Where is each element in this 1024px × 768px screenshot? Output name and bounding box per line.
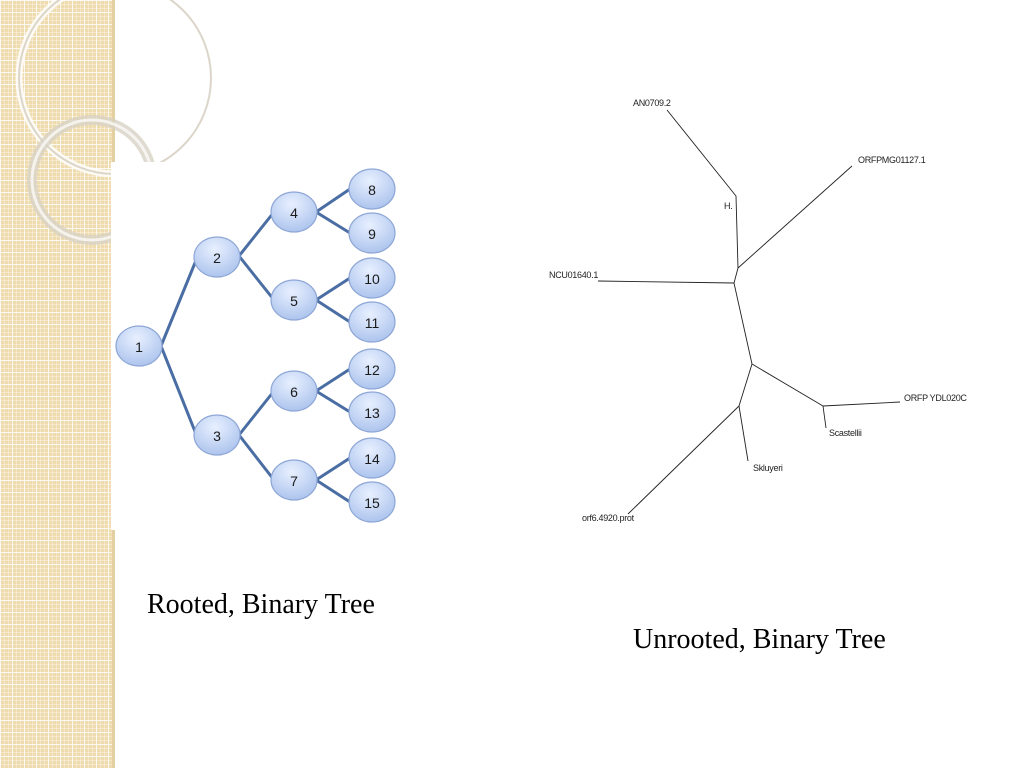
branch-orfpydl — [822, 401, 901, 407]
branch-internal-center — [733, 282, 753, 365]
edge-7-15 — [314, 478, 352, 504]
branch-internal-upper — [733, 267, 739, 284]
edge-6-13 — [314, 389, 352, 414]
edge-7-14 — [314, 456, 352, 482]
tree-node-3: 3 — [193, 414, 241, 456]
tree-node-12-label: 12 — [364, 362, 380, 378]
rooted-tree-caption: Rooted, Binary Tree — [147, 589, 375, 620]
tree-node-5: 5 — [270, 279, 318, 321]
tree-node-3-circle — [193, 414, 241, 456]
branch-ncu — [597, 280, 735, 284]
tree-node-12-circle — [348, 348, 396, 390]
rooted-tree-nodes: 1 2 3 4 5 — [115, 168, 396, 523]
tree-node-5-circle — [270, 279, 318, 321]
taxon-label-orf6: orf6.4920.prot — [582, 513, 635, 523]
tree-node-6: 6 — [270, 370, 318, 412]
tree-node-7-circle — [270, 459, 318, 501]
edge-5-11 — [314, 298, 352, 324]
tree-node-6-label: 6 — [290, 384, 298, 400]
tree-node-2-label: 2 — [213, 250, 221, 266]
tree-node-4-label: 4 — [290, 205, 298, 221]
rooted-tree-edges — [159, 187, 352, 504]
taxon-label-orfpydl: ORFP YDL020C — [904, 393, 967, 403]
edge-4-8 — [314, 187, 352, 214]
unrooted-tree-branches — [597, 109, 901, 515]
tree-node-1-circle — [115, 325, 163, 367]
branch-orfpmg — [737, 165, 853, 269]
unrooted-tree-labels: AN0709.2 H. ORFPMG01127.1 NCU01640.1 ORF… — [549, 98, 968, 523]
taxon-label-scastellii: Scastellii — [829, 428, 862, 438]
branch-an0709 — [666, 109, 739, 269]
tree-node-4-circle — [270, 191, 318, 233]
edge-2-4 — [237, 210, 276, 258]
tree-node-1: 1 — [115, 325, 163, 367]
tree-node-5-label: 5 — [290, 293, 298, 309]
taxon-label-orfpmg: ORFPMG01127.1 — [858, 155, 926, 165]
edge-3-6 — [237, 389, 276, 437]
tree-node-11-label: 11 — [365, 315, 380, 331]
tree-node-15: 15 — [348, 481, 396, 523]
tree-node-1-label: 1 — [135, 339, 143, 355]
edge-3-7 — [237, 433, 276, 482]
branch-skluyeri — [738, 405, 749, 462]
tree-node-11-circle — [348, 301, 396, 343]
tree-node-4: 4 — [270, 191, 318, 233]
tree-node-11: 11 — [348, 301, 396, 343]
tree-node-9-label: 9 — [368, 226, 376, 242]
tree-node-10: 10 — [348, 257, 396, 299]
tree-node-8: 8 — [348, 168, 396, 210]
tree-node-2-circle — [193, 236, 241, 278]
tree-node-6-circle — [270, 370, 318, 412]
rooted-tree: 1 2 3 4 5 — [115, 168, 396, 523]
branch-to-skluyeri-group — [738, 363, 753, 407]
edge-4-9 — [314, 210, 352, 235]
edge-5-10 — [314, 276, 352, 302]
taxon-label-an0709: AN0709.2 — [633, 98, 671, 108]
tree-node-10-circle — [348, 257, 396, 299]
tree-node-9: 9 — [348, 212, 396, 254]
tree-node-13-circle — [348, 391, 396, 433]
tree-node-15-label: 15 — [364, 495, 380, 511]
branch-to-scastellii-group — [751, 363, 824, 407]
tree-node-14: 14 — [348, 437, 396, 479]
unrooted-tree-caption: Unrooted, Binary Tree — [633, 624, 886, 655]
tree-node-2: 2 — [193, 236, 241, 278]
tree-node-14-circle — [348, 437, 396, 479]
tree-node-9-circle — [348, 212, 396, 254]
edge-1-3 — [159, 344, 198, 436]
tree-node-13: 13 — [348, 391, 396, 433]
tree-node-8-circle — [348, 168, 396, 210]
tree-node-14-label: 14 — [364, 451, 380, 467]
tree-node-7: 7 — [270, 459, 318, 501]
edge-2-5 — [237, 254, 276, 302]
tree-node-3-label: 3 — [213, 428, 221, 444]
branch-orf6 — [627, 405, 740, 515]
tree-node-10-label: 10 — [364, 271, 380, 287]
tree-node-12: 12 — [348, 348, 396, 390]
taxon-label-skluyeri: Skluyeri — [753, 463, 783, 473]
tree-node-13-label: 13 — [364, 405, 380, 421]
taxon-label-h: H. — [724, 201, 732, 211]
unrooted-tree: AN0709.2 H. ORFPMG01127.1 NCU01640.1 ORF… — [549, 98, 968, 523]
tree-node-7-label: 7 — [290, 473, 298, 489]
tree-node-8-label: 8 — [368, 182, 376, 198]
edge-6-12 — [314, 367, 352, 393]
tree-node-15-circle — [348, 481, 396, 523]
taxon-label-ncu: NCU01640.1 — [549, 270, 598, 280]
edge-1-2 — [159, 256, 199, 348]
branch-scastellii — [822, 405, 827, 429]
